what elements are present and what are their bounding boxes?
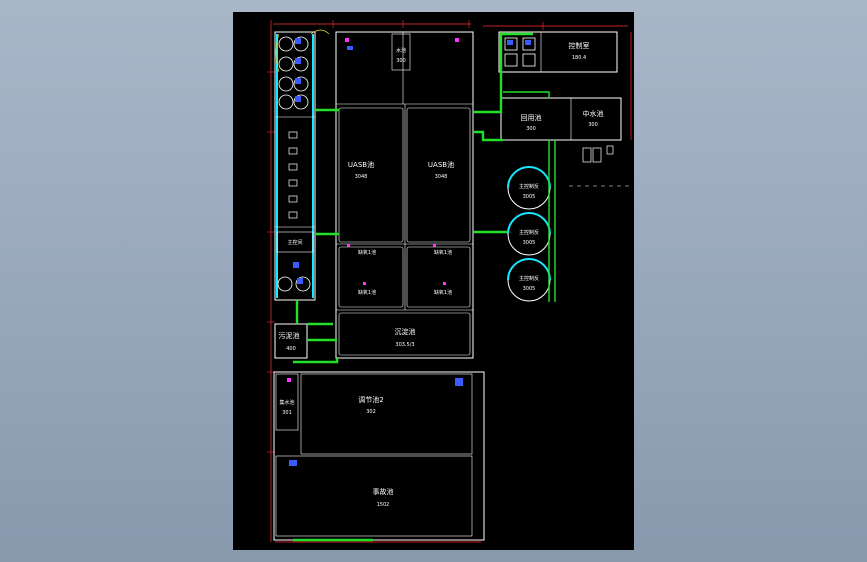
dosing-control-building [498, 31, 618, 73]
sludge-tank [274, 323, 308, 359]
small-left-tank-code: 301 [282, 410, 292, 416]
reuse-middle-building [500, 97, 622, 141]
bottom-tank-block [273, 371, 485, 541]
control-room-name: 控制室 [569, 41, 590, 50]
top-middle-box-name: 水池 [396, 47, 406, 54]
central-tank-block [335, 31, 474, 359]
left-process-dividers [275, 116, 315, 228]
dosing-pumps [507, 40, 531, 45]
pipe-dosing-to-reuse [503, 91, 550, 98]
reactor-2-name: 主控制反 [519, 229, 539, 236]
sedimentation-name: 沉淀池 [395, 327, 416, 336]
left-process-column: 主控间 [274, 31, 316, 301]
reactor-3-name: 主控制反 [519, 275, 539, 282]
left-process-channels [276, 34, 314, 298]
right-equipment [582, 145, 614, 163]
drawing-sheet: 主控间 污泥池 400 水池 300 UASB池 3048 UASB池 3048… [233, 12, 634, 550]
anoxic-label-2: 缺氧1池 [434, 249, 452, 256]
annotation-leaders [275, 29, 330, 73]
sludge-tank-name: 污泥池 [279, 331, 300, 340]
control-room-code: 180.4 [572, 55, 586, 61]
pipe-central-to-reuse [473, 130, 503, 142]
reuse-tank-code: 300 [526, 126, 536, 132]
anoxic-label-4: 缺氧1池 [434, 289, 452, 296]
central-block-outer-wall [335, 31, 474, 359]
bottom-block-outer-wall [273, 371, 485, 541]
left-process-outer-wall [274, 31, 316, 301]
uasb-right-code: 3048 [435, 174, 448, 180]
accident-tank-name: 事故池 [373, 487, 394, 496]
pipe-to-sludge-tank [307, 322, 337, 342]
reactor-2-code: 3005 [523, 240, 536, 246]
middle-tank-name: 中水池 [583, 109, 604, 118]
pipe-central-to-dosing [473, 32, 533, 114]
top-middle-box [391, 33, 411, 71]
equalization-tank-2 [300, 373, 473, 455]
top-aerators [278, 36, 309, 110]
top-middle-box-code: 300 [396, 58, 406, 64]
accident-tank [275, 455, 473, 537]
reactors [507, 166, 551, 302]
site-plan-diagram: 主控间 污泥池 400 水池 300 UASB池 3048 UASB池 3048… [267, 20, 632, 543]
pipe-reactor-riser [548, 140, 556, 302]
side-control-room-name: 主控间 [287, 239, 302, 246]
reactor-1-code: 3005 [523, 194, 536, 200]
central-block-vertical-dividers [402, 32, 406, 310]
small-left-tank-name: 集水池 [279, 399, 294, 406]
small-left-tank [275, 373, 299, 431]
reuse-tank-name: 回用池 [521, 113, 542, 122]
side-control-room [276, 231, 314, 253]
pump-marker-2 [297, 278, 303, 284]
pipe-to-bottom [293, 358, 339, 364]
uasb-left-code: 3048 [355, 174, 368, 180]
clarifier-left [277, 276, 293, 292]
sludge-tank-code: 400 [286, 346, 296, 352]
uasb-right-name: UASB池 [428, 160, 454, 169]
accident-tank-code: 1502 [377, 502, 390, 508]
uasb-left-name: UASB池 [348, 160, 374, 169]
sedimentation-code: 303.5/3 [395, 342, 414, 348]
diffuser-rows [288, 131, 298, 219]
anoxic-label-3: 缺氧1池 [358, 289, 376, 296]
pipe-network [293, 32, 556, 542]
clarifier-right [295, 276, 311, 292]
blue-equipment [289, 46, 463, 466]
equalization-tank-2-code: 302 [366, 409, 376, 415]
reactor-3-code: 3005 [523, 286, 536, 292]
dosing-tanks [504, 37, 536, 67]
reactor-1-name: 主控制反 [519, 183, 539, 190]
equalization-tank-2-name: 调节池2 [358, 395, 383, 404]
pump-marker [293, 262, 299, 268]
middle-tank-code: 300 [588, 122, 598, 128]
central-block-dividers [336, 103, 473, 311]
anoxic-label-1: 缺氧1池 [358, 249, 376, 256]
